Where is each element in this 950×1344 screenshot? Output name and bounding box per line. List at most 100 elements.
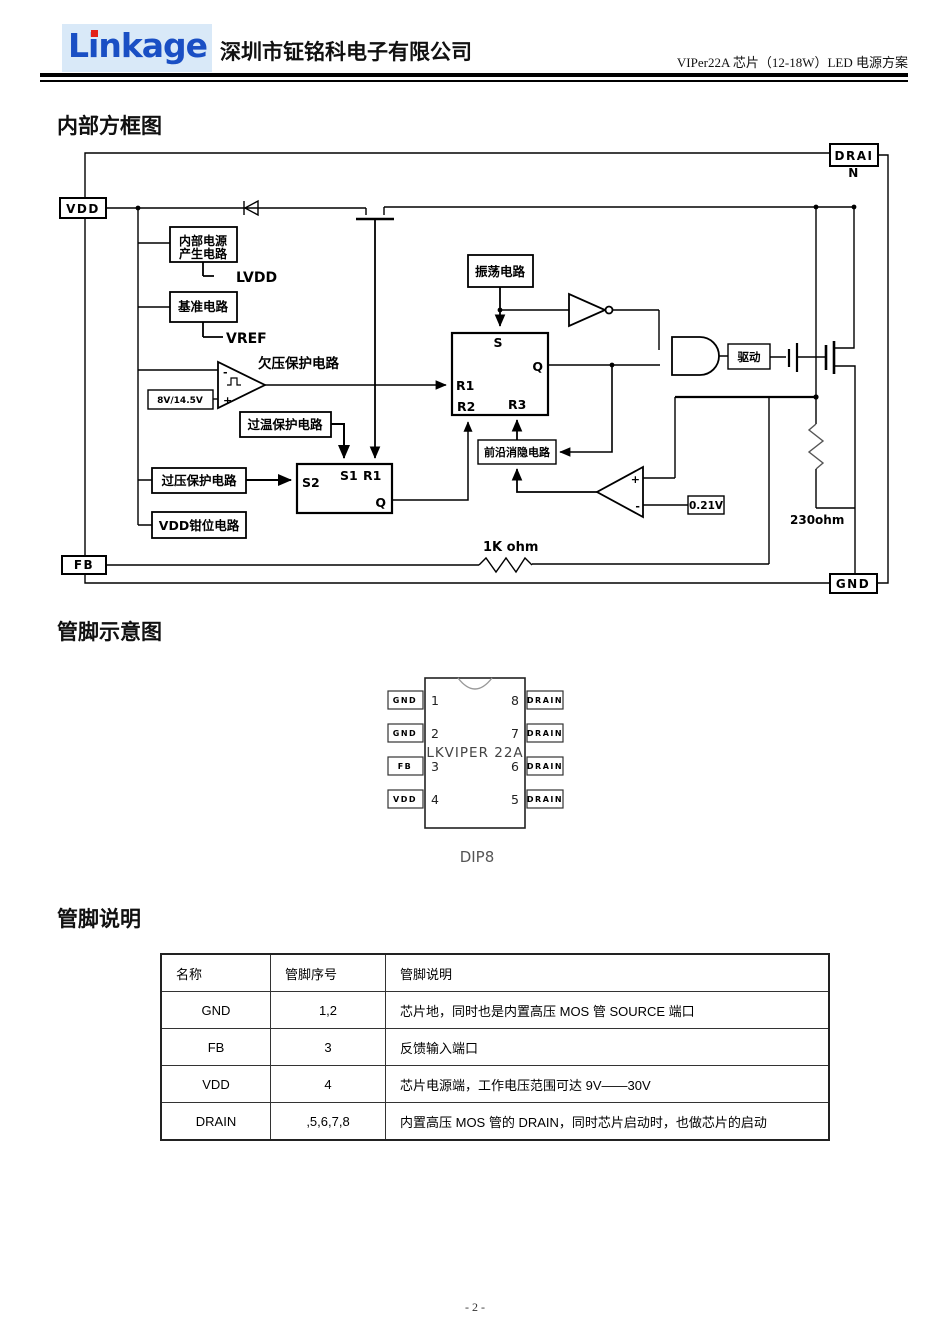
logo-red-dot-icon <box>91 30 98 37</box>
uvlo-minus: - <box>223 366 228 379</box>
chip-notch-icon <box>457 677 493 690</box>
main-latch-r2: R2 <box>457 399 475 414</box>
doc-title: VIPer22A 芯片（12-18W）LED 电源方案 <box>676 55 908 70</box>
aux-latch-s2: S2 <box>302 475 320 490</box>
cell-pin-name: VDD <box>160 1065 271 1103</box>
ovp-label: 过压保护电路 <box>161 473 237 488</box>
logo-background <box>62 24 212 72</box>
pin8-num: 8 <box>511 693 519 708</box>
and-gate-icon <box>671 336 720 376</box>
main-latch-r1: R1 <box>456 378 474 393</box>
fb-pad-label: FB <box>74 558 94 572</box>
current-ref-label: 0.21V <box>689 500 724 512</box>
vdd-clamp-label: VDD钳位电路 <box>159 518 240 533</box>
section-title-block-diagram: 内部方框图 <box>57 114 162 138</box>
uvlo-comparator-icon <box>217 360 268 410</box>
pin-boxes <box>387 690 564 809</box>
pin5-name: DRAIN <box>527 795 563 804</box>
drive-label: 驱动 <box>738 350 761 364</box>
cell-pin-num: 4 <box>270 1065 386 1103</box>
sense-res-label: 230ohm <box>790 513 844 527</box>
block-labels: 内部电源 产生电路 基准电路 LVDD VREF 欠压保护电路 8V/14.5V… <box>157 233 844 555</box>
inverter-icon <box>568 292 608 328</box>
junction-dots <box>135 204 857 400</box>
block-diagram: VDD FB DRAI N GND <box>59 143 889 594</box>
pin7-name: DRAIN <box>527 729 563 738</box>
cs-minus: - <box>635 500 640 513</box>
main-latch-q: Q <box>532 359 543 374</box>
cell-pin-desc: 芯片电源端，工作电压范围可达 9V——30V <box>385 1065 830 1103</box>
cell-pin-name: GND <box>160 991 271 1029</box>
table-row: FB 3 反馈输入端口 <box>160 1028 830 1066</box>
section-title-pin-desc: 管脚说明 <box>57 907 141 931</box>
lvdd-label: LVDD <box>236 270 277 286</box>
fb-res-label: 1K ohm <box>483 540 538 555</box>
internal-supply-label-2: 产生电路 <box>179 246 228 261</box>
pin3-name: FB <box>398 762 413 771</box>
main-latch-s: S <box>493 335 502 350</box>
pin2-name: GND <box>393 729 417 738</box>
pin1-num: 1 <box>431 693 439 708</box>
reference-label: 基准电路 <box>177 299 229 314</box>
cell-pin-desc: 内置高压 MOS 管的 DRAIN，同时芯片启动时，也做芯片的启动 <box>385 1102 830 1141</box>
aux-latch-q: Q <box>375 495 386 510</box>
pin7-num: 7 <box>511 726 519 741</box>
pin6-num: 6 <box>511 759 519 774</box>
section-title-pinout: 管脚示意图 <box>57 620 162 644</box>
aux-latch-r1: R1 <box>363 468 381 483</box>
col-header-description: 管脚说明 <box>385 953 830 992</box>
chip-body <box>424 677 526 829</box>
block-boxes <box>147 226 771 539</box>
main-latch-r3: R3 <box>508 397 526 412</box>
col-header-name: 名称 <box>160 953 271 992</box>
col-header-pin-number: 管脚序号 <box>270 953 386 992</box>
linkage-logo: Linkage <box>68 26 208 65</box>
table-header-row: 名称 管脚序号 管脚说明 <box>160 953 830 992</box>
pin4-num: 4 <box>431 792 439 807</box>
cs-plus: + <box>631 473 640 486</box>
header-rule-thick <box>40 73 908 77</box>
uvlo-threshold: 8V/14.5V <box>157 396 203 406</box>
table-row: DRAIN ,5,6,7,8 内置高压 MOS 管的 DRAIN，同时芯片启动时… <box>160 1102 830 1141</box>
pinout-diagram: LKVIPER 22A GND GND FB VDD DRAIN DRAIN D… <box>387 677 564 866</box>
hysteresis-icon <box>227 377 241 386</box>
uvlo-label: 欠压保护电路 <box>258 355 339 372</box>
package-label: DIP8 <box>460 848 495 866</box>
uvlo-plus: + <box>223 394 232 407</box>
latch-labels: S Q R1 R2 R3 S2 S1 R1 Q <box>302 335 543 510</box>
pad-labels: VDD FB DRAI N GND <box>66 149 874 591</box>
table-row: VDD 4 芯片电源端，工作电压范围可达 9V——30V <box>160 1065 830 1103</box>
oscillator-label: 振荡电路 <box>475 264 526 279</box>
pin-description-table: 名称 管脚序号 管脚说明 GND 1,2 芯片地，同时也是内置高压 MOS 管 … <box>160 953 830 1141</box>
inverter-bubble-icon <box>604 305 614 315</box>
pin-names: GND GND FB VDD DRAIN DRAIN DRAIN DRAIN <box>393 696 563 804</box>
vref-label: VREF <box>226 331 267 347</box>
cell-pin-name: DRAIN <box>160 1102 271 1141</box>
pin5-num: 5 <box>511 792 519 807</box>
table-row: GND 1,2 芯片地，同时也是内置高压 MOS 管 SOURCE 端口 <box>160 991 830 1029</box>
pin6-name: DRAIN <box>527 762 563 771</box>
aux-latch-s1: S1 <box>340 468 358 483</box>
gate-shapes <box>217 292 720 519</box>
internal-supply-label-1: 内部电源 <box>179 233 227 248</box>
pin3-num: 3 <box>431 759 439 774</box>
header-rule-thin <box>40 80 908 82</box>
pin8-name: DRAIN <box>527 696 563 705</box>
otp-label: 过温保护电路 <box>247 417 323 432</box>
current-comparator-icon <box>595 465 644 519</box>
vdd-pad-label: VDD <box>66 202 100 216</box>
diagram-wires <box>84 152 889 584</box>
comparator-signs: - + + - <box>223 366 640 513</box>
cell-pin-num: 1,2 <box>270 991 386 1029</box>
cell-pin-num: ,5,6,7,8 <box>270 1102 386 1141</box>
drain-pad-label-1: DRAI <box>835 149 874 163</box>
drain-pad-label-2: N <box>848 166 860 180</box>
company-name: 深圳市钲铭科电子有限公司 <box>220 40 472 64</box>
pin4-name: VDD <box>393 795 417 804</box>
cell-pin-num: 3 <box>270 1028 386 1066</box>
diode-icon <box>243 199 259 217</box>
pin-numbers: 1 2 3 4 8 7 6 5 <box>431 693 519 807</box>
blanking-label: 前沿消隐电路 <box>484 445 551 459</box>
chip-label: LKVIPER 22A <box>426 745 523 761</box>
